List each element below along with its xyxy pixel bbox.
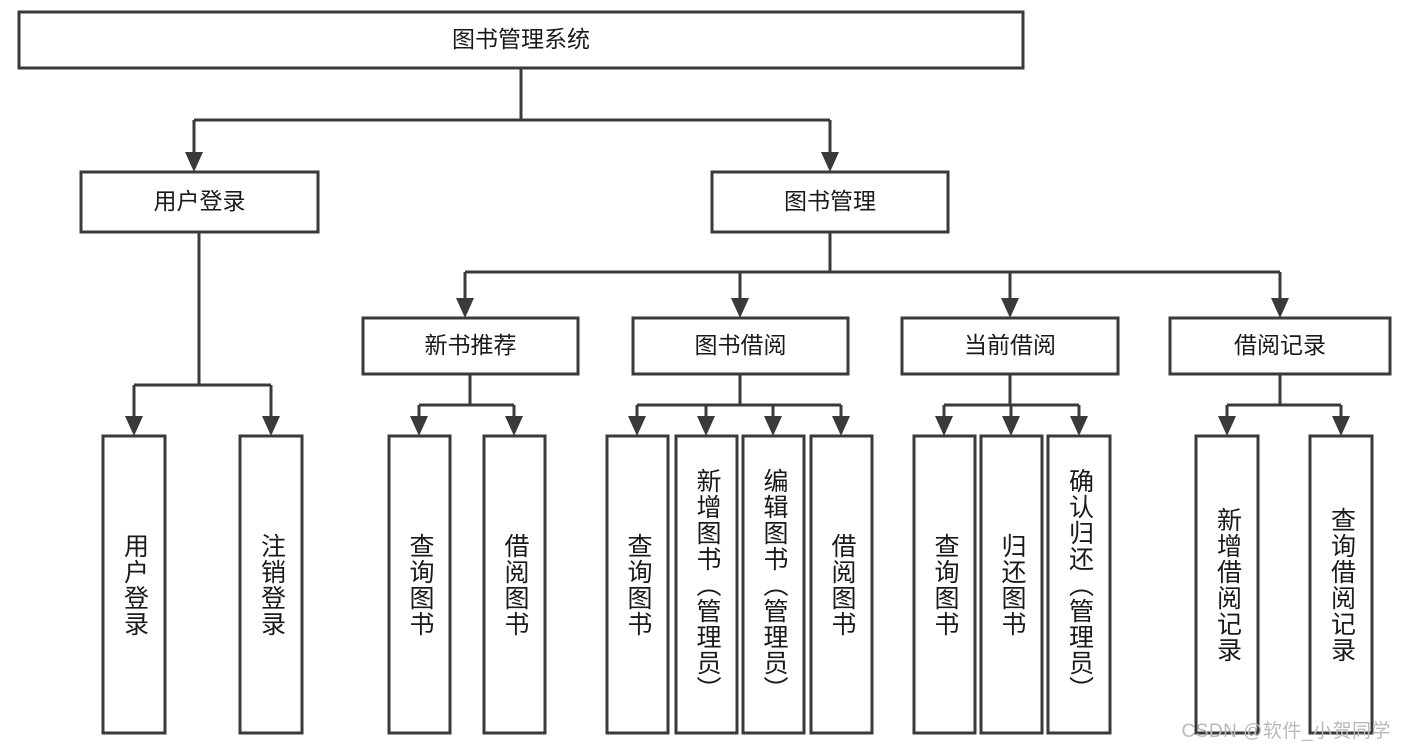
node-label-leaf-borrow-book-rec: 借阅图书 xyxy=(501,532,529,637)
node-boxes xyxy=(17,10,1392,735)
arrow-head-icon xyxy=(505,416,523,436)
node-label-leaf-borrow-book-bw: 借阅图书 xyxy=(828,532,856,637)
node-box-book-manage[interactable] xyxy=(710,170,950,234)
node-box-leaf-confirm-return[interactable] xyxy=(1046,434,1112,735)
arrow-head-icon xyxy=(1332,416,1350,436)
arrow-head-icon xyxy=(1001,298,1019,318)
node-label-new-book-rec: 新书推荐 xyxy=(425,332,517,358)
node-box-root[interactable] xyxy=(17,10,1025,70)
arrow-head-icon xyxy=(628,416,646,436)
node-label-book-manage: 图书管理 xyxy=(784,188,876,214)
arrow-head-icon xyxy=(697,416,715,436)
node-label-leaf-logout: 注销登录 xyxy=(257,532,286,637)
arrow-head-icon xyxy=(1002,416,1020,436)
arrow-head-icon xyxy=(262,416,280,436)
arrow-heads xyxy=(125,152,1350,436)
node-box-borrow-record[interactable] xyxy=(1168,316,1392,376)
node-box-leaf-logout[interactable] xyxy=(238,434,304,735)
arrow-head-icon xyxy=(456,298,474,318)
node-label-leaf-user-login: 用户登录 xyxy=(120,532,149,637)
node-label-borrow-record: 借阅记录 xyxy=(1234,332,1326,358)
node-box-leaf-borrow-book-rec[interactable] xyxy=(482,434,547,735)
arrow-head-icon xyxy=(1218,416,1236,436)
node-box-current-borrow[interactable] xyxy=(900,316,1120,376)
arrow-head-icon xyxy=(832,416,850,436)
node-box-leaf-query-book-bw[interactable] xyxy=(605,434,670,735)
node-label-leaf-query-book-rec: 查询图书 xyxy=(406,532,434,637)
node-label-leaf-edit-book: 编辑图书（管理员） xyxy=(760,467,788,702)
node-label-leaf-confirm-return: 确认归还（管理员） xyxy=(1065,467,1094,702)
node-box-leaf-edit-book[interactable] xyxy=(741,434,806,735)
node-box-leaf-borrow-book-bw[interactable] xyxy=(809,434,874,735)
node-label-root: 图书管理系统 xyxy=(452,26,590,52)
node-label-leaf-query-book-bw: 查询图书 xyxy=(624,532,652,637)
arrow-head-icon xyxy=(935,416,953,436)
arrow-head-icon xyxy=(731,298,749,318)
watermark-text: CSDN @软件_小贺同学 xyxy=(1181,721,1391,742)
node-box-user-login[interactable] xyxy=(79,170,320,234)
node-box-leaf-query-book-cb[interactable] xyxy=(912,434,977,735)
node-label-user-login: 用户登录 xyxy=(154,188,246,214)
node-label-leaf-query-record: 查询借阅记录 xyxy=(1327,506,1356,663)
arrow-head-icon xyxy=(764,416,782,436)
node-box-leaf-add-record[interactable] xyxy=(1194,434,1260,735)
arrow-head-icon xyxy=(185,152,203,172)
node-box-leaf-user-login[interactable] xyxy=(101,434,167,735)
node-label-leaf-add-book: 新增图书（管理员） xyxy=(693,467,721,702)
arrow-head-icon xyxy=(821,152,839,172)
node-label-leaf-add-record: 新增借阅记录 xyxy=(1213,506,1242,663)
node-box-new-book-rec[interactable] xyxy=(361,316,580,376)
node-label-leaf-query-book-cb: 查询图书 xyxy=(931,532,959,637)
arrow-head-icon xyxy=(1271,298,1289,318)
node-box-leaf-return-book[interactable] xyxy=(979,434,1044,735)
arrow-head-icon xyxy=(125,416,143,436)
node-label-leaf-return-book: 归还图书 xyxy=(998,532,1026,637)
node-box-leaf-query-record[interactable] xyxy=(1308,434,1374,735)
node-label-book-borrow: 图书借阅 xyxy=(695,332,787,358)
arrow-head-icon xyxy=(1070,416,1088,436)
node-box-leaf-add-book[interactable] xyxy=(674,434,739,735)
node-box-book-borrow[interactable] xyxy=(631,316,850,376)
node-box-leaf-query-book-rec[interactable] xyxy=(387,434,452,735)
arrow-head-icon xyxy=(410,416,428,436)
node-label-current-borrow: 当前借阅 xyxy=(964,332,1056,358)
